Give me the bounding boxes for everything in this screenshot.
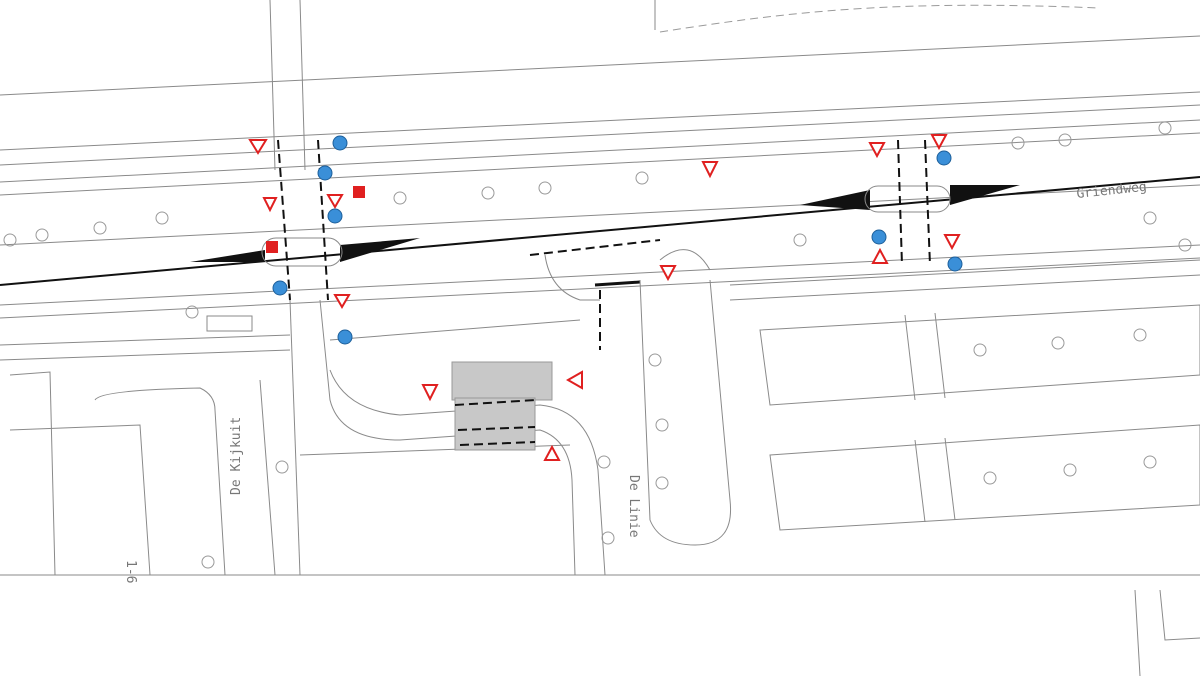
paved-area [451,361,553,451]
street-label-de-kijkuit: De Kijkuit [229,417,244,495]
warning-signs [248,134,961,461]
house-number-label: 1-6 [123,560,138,583]
trees [3,121,1192,569]
street-label-de-linie: De Linie [626,475,641,538]
street-label-griendweg: Griendweg [1076,180,1148,202]
parking-blocks [0,304,1200,676]
griendweg-road [0,119,1200,319]
crossings [277,139,931,350]
north-parcel-lines [0,0,1200,171]
side-streets [0,249,1200,576]
mandatory-signs [272,135,963,345]
